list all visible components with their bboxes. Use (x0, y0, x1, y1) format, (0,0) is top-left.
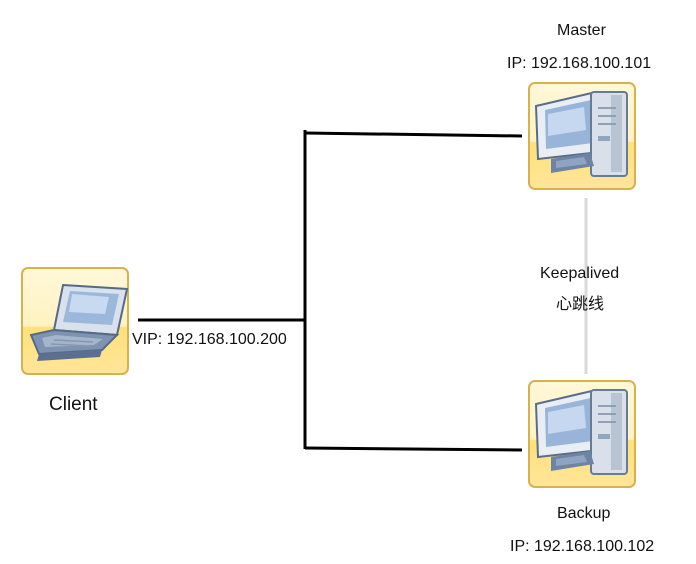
client-node (21, 267, 129, 375)
master-link-line (304, 131, 523, 138)
desktop-computer-icon (528, 82, 636, 190)
backup-node (528, 380, 636, 488)
master-node (528, 82, 636, 190)
client-label: Client (49, 394, 98, 415)
vip-label: VIP: 192.168.100.200 (132, 331, 287, 348)
heartbeat-label-line2: 心跳线 (556, 296, 605, 313)
backup-link-line (304, 446, 523, 452)
backup-ip: IP: 192.168.100.102 (510, 538, 655, 555)
backup-label: Backup (557, 505, 611, 522)
laptop-icon (21, 267, 129, 375)
master-label: Master (557, 22, 606, 39)
desktop-computer-icon (528, 380, 636, 488)
master-ip: IP: 192.168.100.101 (507, 55, 652, 72)
heartbeat-label-line1: Keepalived (540, 265, 620, 282)
